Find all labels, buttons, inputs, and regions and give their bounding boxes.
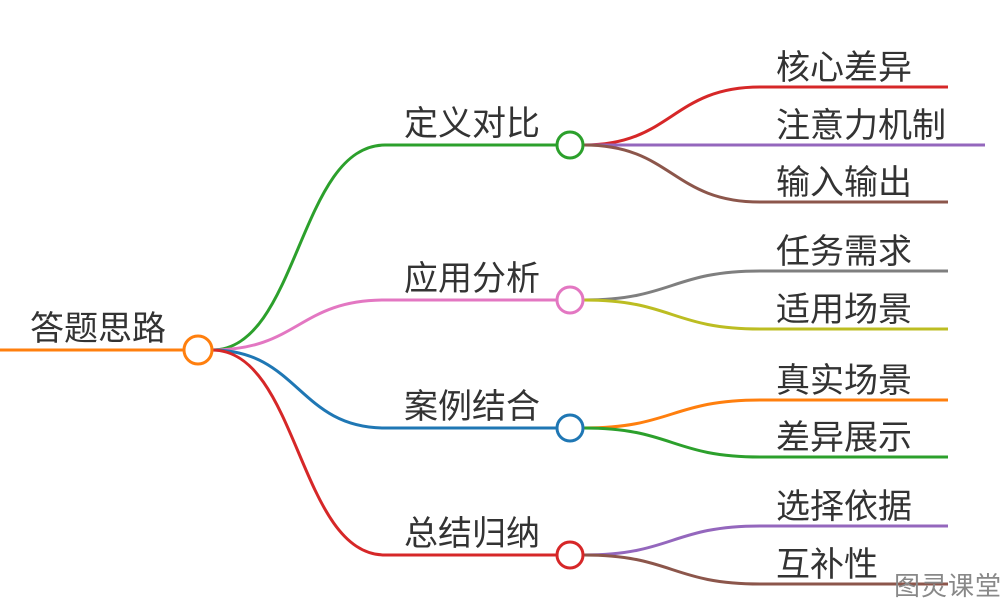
branch-node-circle (555, 413, 585, 443)
child-label: 注意力机制 (776, 106, 946, 146)
child-label: 核心差异 (776, 48, 912, 88)
connector-branch-child (583, 398, 761, 430)
connector-branch-child (583, 269, 761, 302)
node-layer (182, 130, 585, 570)
child-label: 输入输出 (776, 163, 912, 203)
child-label: 选择依据 (776, 487, 912, 527)
branch-label: 定义对比 (404, 104, 540, 144)
branch-node-circle (555, 540, 585, 570)
child-label: 真实场景 (776, 361, 912, 401)
connector-branch-child (583, 553, 761, 586)
child-label: 任务需求 (776, 232, 912, 272)
root-node-circle (182, 334, 214, 366)
child-label: 互补性 (776, 545, 878, 585)
connector-branch-child (583, 298, 761, 331)
branch-node-circle (555, 130, 585, 160)
connector-root-branch (211, 348, 386, 557)
connector-layer (0, 85, 985, 586)
child-label: 适用场景 (776, 290, 912, 330)
connector-branch-child (583, 426, 761, 459)
branch-node-circle (555, 285, 585, 315)
watermark-text: 图灵课堂 (893, 572, 1002, 602)
child-label: 差异展示 (776, 418, 912, 458)
connector-branch-child (583, 524, 761, 557)
connector-branch-child (583, 143, 761, 204)
branch-label: 总结归纳 (404, 514, 540, 554)
connector-root-branch (211, 143, 386, 352)
connector-branch-child (583, 85, 761, 147)
branch-label: 案例结合 (404, 387, 540, 427)
connector-root-branch (211, 348, 386, 430)
branch-label: 应用分析 (404, 259, 540, 299)
root-label: 答题思路 (30, 309, 166, 349)
connector-root-branch (211, 298, 386, 352)
